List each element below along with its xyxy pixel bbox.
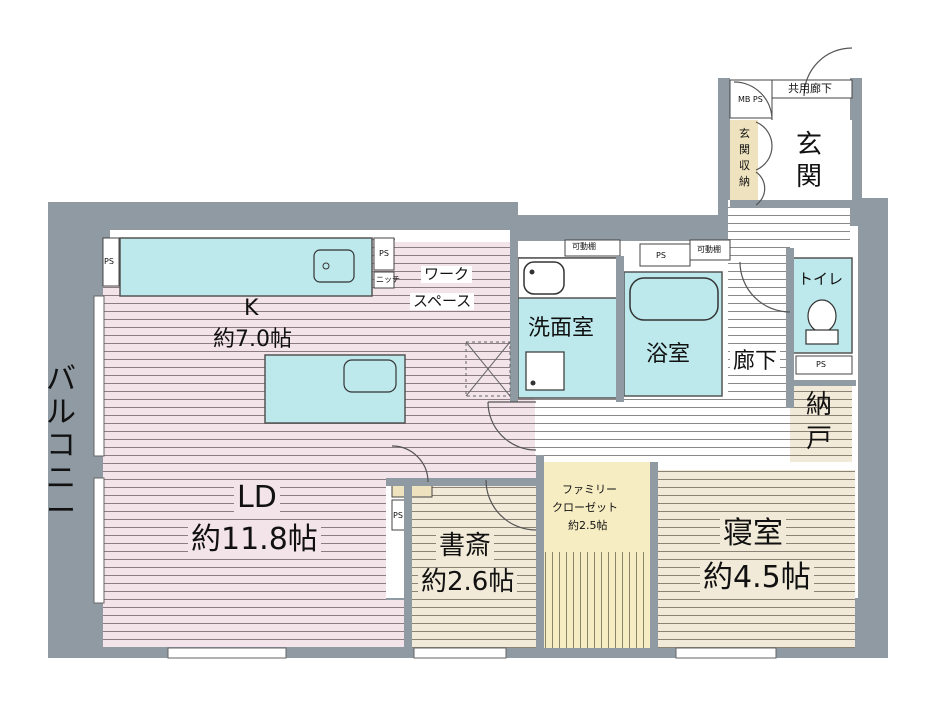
ld-label: LD: [234, 482, 280, 514]
storage-label-1: 納: [806, 390, 833, 420]
toilet-label: トイレ: [798, 270, 844, 288]
entrance-storage-char-4: 納: [739, 175, 750, 188]
ld-size: 約11.8帖: [188, 524, 321, 556]
ps-label-left: PS: [104, 257, 114, 266]
mb-ps-label: MB PS: [738, 95, 763, 104]
bedroom-label: 寝室: [720, 518, 786, 550]
floors: [103, 120, 855, 648]
kitchen-label: K: [244, 296, 259, 321]
kitchen-size: 約7.0帖: [213, 327, 292, 352]
work-space-label-1: ワーク: [421, 266, 473, 283]
door-swings: [391, 47, 853, 531]
bathroom-label: 浴室: [646, 342, 691, 367]
study-label: 書斎: [436, 532, 495, 560]
windows: [93, 295, 777, 659]
shafts: [102, 79, 853, 531]
movable-shelf-label-1: 可動棚: [572, 242, 596, 251]
entrance-label-2: 関: [796, 162, 823, 192]
storage-label-2: 戸: [806, 424, 833, 454]
ps-label-study: PS: [393, 511, 403, 520]
balcony-char-3: コ: [46, 428, 76, 463]
entrance-storage-char-3: 収: [739, 159, 750, 172]
bedroom-size: 約4.5帖: [700, 562, 814, 594]
balcony-char-1: バ: [46, 362, 76, 397]
ps-label-kitchen: PS: [379, 249, 389, 258]
entrance-storage-char-1: 玄: [739, 127, 750, 140]
family-closet-size: 約2.5帖: [568, 519, 608, 532]
balcony-char-4: ニ: [46, 461, 76, 496]
entrance-storage-char-2: 関: [739, 143, 750, 156]
movable-shelf-label-2: 可動棚: [697, 245, 721, 254]
ventilation-cross: [465, 341, 511, 397]
balcony-char-2: ル: [46, 395, 76, 430]
hallway-label: 廊下: [730, 350, 781, 374]
common-corridor-label: 共用廊下: [788, 82, 832, 95]
niche-label: ニッチ: [376, 275, 400, 284]
interior-walls: [386, 200, 856, 650]
family-closet-label-1: ファミリー: [562, 483, 617, 496]
balcony-char-5: ー: [46, 494, 76, 529]
study-size: 約2.6帖: [418, 568, 518, 596]
ps-label-toilet: PS: [816, 360, 826, 369]
ps-label-washroom: PS: [656, 251, 666, 260]
wet-areas: [119, 237, 853, 424]
family-closet-label-2: クローゼット: [552, 501, 618, 514]
work-space-label-2: スペース: [410, 293, 475, 310]
washroom-label: 洗面室: [528, 316, 595, 341]
entrance-label-1: 玄: [796, 130, 823, 160]
